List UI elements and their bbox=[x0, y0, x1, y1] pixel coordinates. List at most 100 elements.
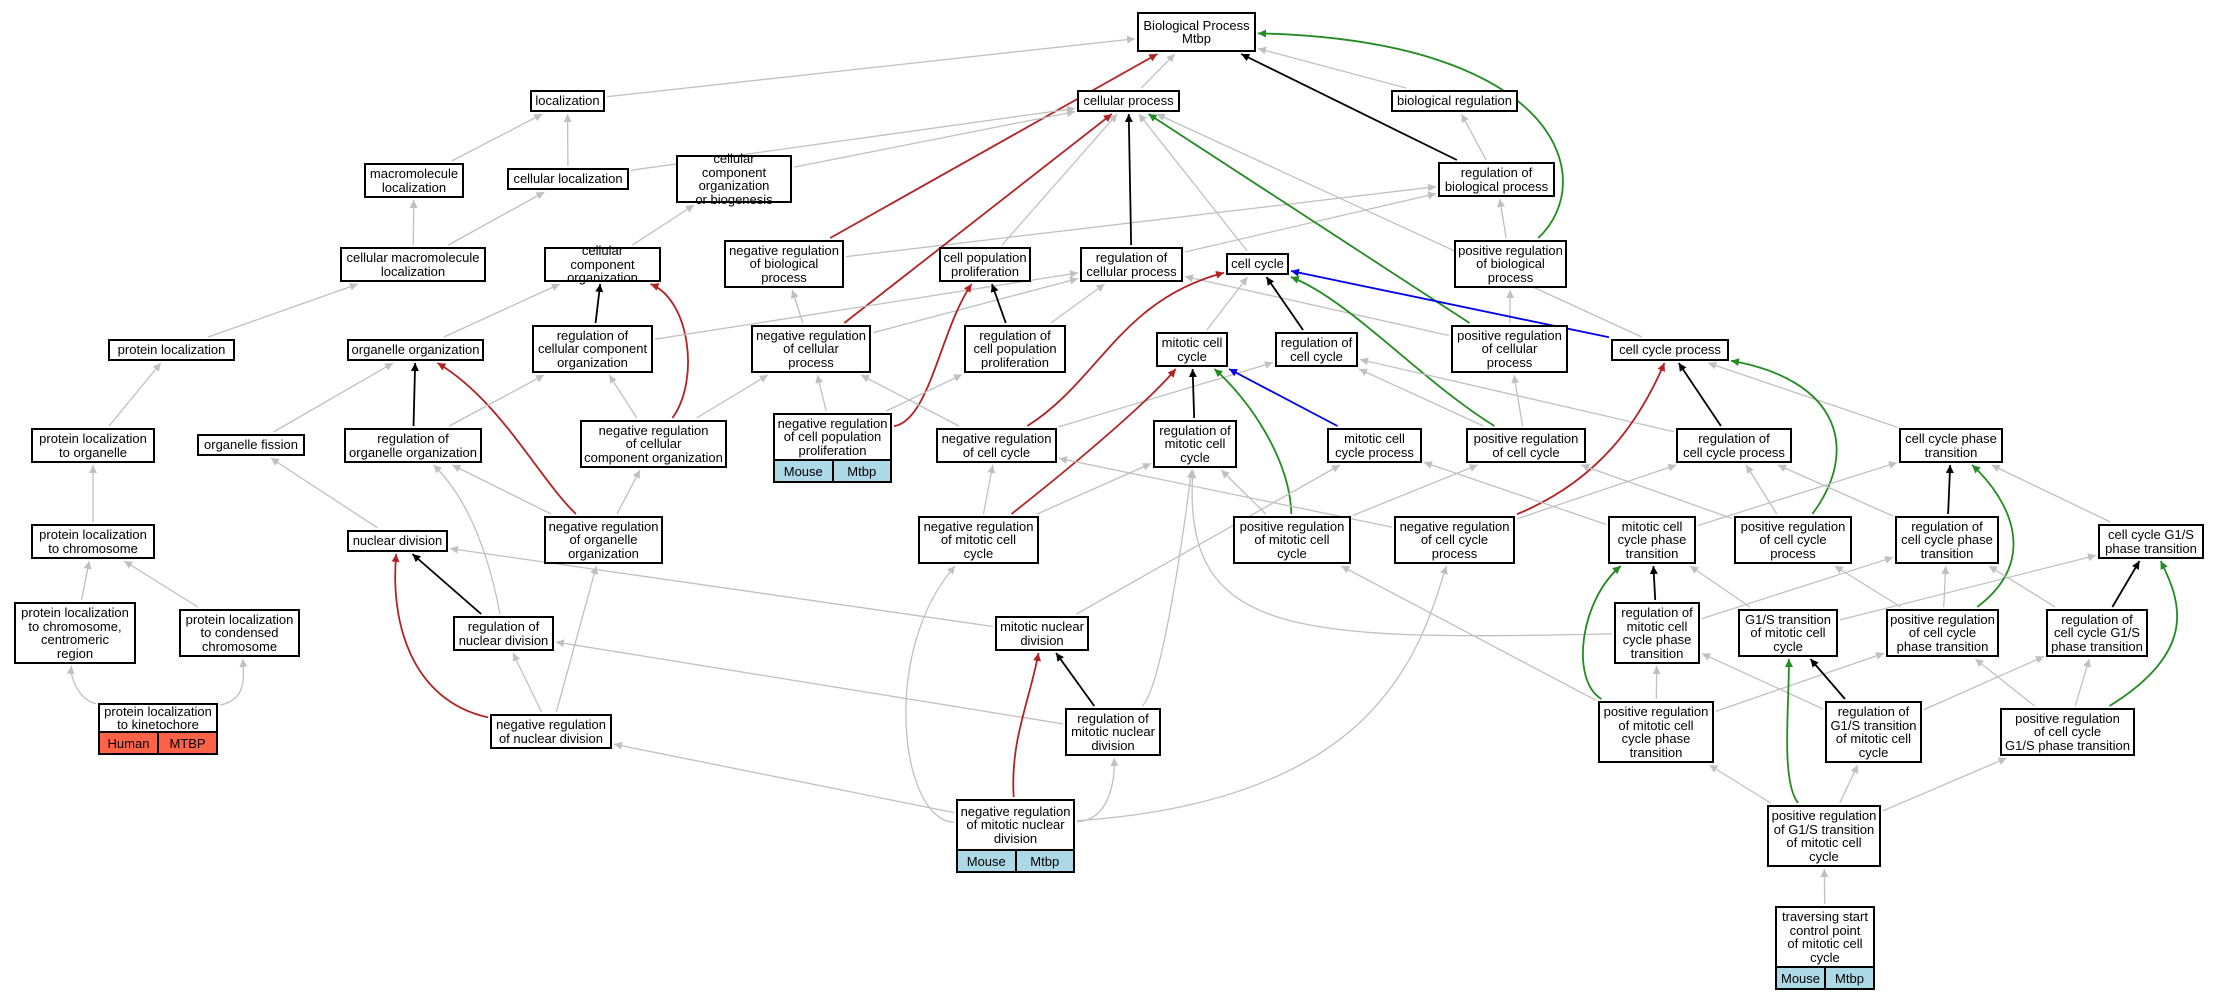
is-a-edge bbox=[432, 464, 501, 615]
is-a-edge bbox=[606, 35, 1136, 98]
go-term-node[interactable]: negative regulation of cellular componen… bbox=[580, 420, 727, 468]
go-term-node[interactable]: mitotic cell cycle process bbox=[1327, 428, 1422, 463]
go-term-node[interactable]: Biological Process Mtbp bbox=[1137, 12, 1256, 52]
go-term-node[interactable]: localization bbox=[530, 90, 605, 112]
is-a-edge bbox=[555, 639, 1064, 725]
go-term-node[interactable]: mitotic cell cycle bbox=[1156, 332, 1228, 367]
annotation-gene: Mtbp bbox=[1014, 851, 1074, 871]
is-a-edge bbox=[982, 464, 996, 515]
is-a-edge bbox=[815, 374, 827, 412]
go-term-node[interactable]: G1/S transition of mitotic cell cycle bbox=[1738, 609, 1838, 657]
go-term-node[interactable]: regulation of nuclear division bbox=[453, 616, 554, 651]
go-term-node[interactable]: regulation of mitotic nuclear division bbox=[1065, 708, 1161, 756]
positively-regulates-edge bbox=[1730, 358, 1838, 515]
is-a-edge bbox=[1839, 553, 2097, 621]
go-term-node[interactable]: negative regulation of cell cycle bbox=[936, 428, 1057, 463]
go-term-node[interactable]: protein localization to condensed chromo… bbox=[179, 609, 300, 657]
is-a-edge bbox=[1941, 565, 1950, 608]
is-a-edge bbox=[270, 457, 379, 529]
go-term-node[interactable]: negative regulation of cell cycle proces… bbox=[1394, 516, 1515, 564]
regulates-edge bbox=[1265, 276, 1304, 331]
is-a-edge bbox=[1777, 464, 1894, 517]
annotation-gene: Mtbp bbox=[1824, 968, 1873, 988]
negatively-regulates-edge bbox=[1012, 652, 1041, 798]
go-term-node[interactable]: organelle fission bbox=[197, 434, 305, 456]
go-term-node[interactable]: cellular process bbox=[1077, 90, 1180, 112]
go-term-node[interactable]: protein localization to chromosome bbox=[31, 524, 155, 559]
go-term-node[interactable]: cell population proliferation bbox=[939, 247, 1031, 282]
go-term-node[interactable]: positive regulation of mitotic cell cycl… bbox=[1598, 701, 1714, 763]
go-term-node[interactable]: traversing start control point of mitoti… bbox=[1775, 906, 1875, 968]
go-term-node[interactable]: organelle organization bbox=[347, 339, 484, 361]
go-term-node[interactable]: cellular component organization or bioge… bbox=[676, 152, 792, 206]
go-term-node[interactable]: negative regulation of organelle organiz… bbox=[544, 516, 663, 564]
go-term-node[interactable]: regulation of cell cycle phase transitio… bbox=[1895, 516, 1999, 564]
go-term-node[interactable]: cell cycle process bbox=[1611, 339, 1729, 361]
is-a-edge bbox=[1988, 565, 2056, 608]
go-term-node[interactable]: cell cycle G1/S phase transition bbox=[2098, 524, 2204, 559]
go-term-node[interactable]: regulation of biological process bbox=[1438, 162, 1555, 197]
is-a-edge bbox=[1257, 46, 1407, 89]
is-a-edge bbox=[451, 113, 543, 162]
go-term-node[interactable]: protein localization to kinetochore bbox=[98, 703, 218, 733]
is-a-edge bbox=[1076, 757, 1119, 823]
go-term-node[interactable]: positive regulation of cell cycle phase … bbox=[1886, 609, 1999, 657]
is-a-edge bbox=[1050, 283, 1106, 324]
is-a-edge bbox=[1359, 357, 1675, 433]
is-a-edge bbox=[632, 204, 695, 246]
go-term-node[interactable]: positive regulation of cell cycle bbox=[1466, 428, 1586, 463]
regulates-edge bbox=[1124, 113, 1133, 246]
regulates-edge bbox=[1188, 368, 1197, 419]
annotation-species: Mouse bbox=[1780, 970, 1821, 986]
go-term-node[interactable]: cellular component organization bbox=[544, 244, 661, 285]
go-term-node[interactable]: positive regulation of cell cycle proces… bbox=[1734, 516, 1852, 564]
annotation-gene: MTBP bbox=[157, 733, 216, 753]
go-term-node[interactable]: positive regulation of G1/S transition o… bbox=[1767, 805, 1881, 867]
go-term-node[interactable]: negative regulation of nuclear division bbox=[490, 714, 612, 749]
go-term-node[interactable]: regulation of G1/S transition of mitotic… bbox=[1825, 701, 1922, 763]
go-term-node[interactable]: negative regulation of cell population p… bbox=[773, 413, 892, 461]
regulates-edge bbox=[411, 553, 482, 615]
is-a-edge bbox=[613, 741, 955, 814]
go-term-node[interactable]: positive regulation of mitotic cell cycl… bbox=[1233, 516, 1351, 564]
go-term-node[interactable]: positive regulation of biological proces… bbox=[1454, 240, 1567, 288]
is-a-edge bbox=[1340, 565, 1597, 701]
go-term-node[interactable]: biological regulation bbox=[1391, 90, 1518, 112]
go-term-node[interactable]: mitotic cell cycle phase transition bbox=[1608, 516, 1696, 564]
go-term-node[interactable]: regulation of cell cycle process bbox=[1676, 428, 1792, 463]
go-term-node[interactable]: macromolecule localization bbox=[364, 163, 464, 198]
go-term-node[interactable]: regulation of cell cycle G1/S phase tran… bbox=[2046, 609, 2148, 657]
go-term-node[interactable]: negative regulation of mitotic nuclear d… bbox=[956, 799, 1075, 851]
go-term-node[interactable]: nuclear division bbox=[347, 530, 448, 552]
go-term-node[interactable]: protein localization bbox=[108, 339, 235, 361]
go-term-node[interactable]: regulation of organelle organization bbox=[344, 428, 482, 463]
go-term-node[interactable]: regulation of cell cycle bbox=[1275, 332, 1358, 367]
go-term-node[interactable]: regulation of cellular component organiz… bbox=[532, 325, 653, 373]
positively-regulates-edge bbox=[1213, 368, 1293, 515]
go-term-node[interactable]: regulation of mitotic cell cycle phase t… bbox=[1614, 602, 1700, 664]
is-a-edge bbox=[860, 374, 960, 427]
is-a-edge bbox=[1511, 374, 1524, 427]
go-term-node[interactable]: negative regulation of cellular process bbox=[751, 325, 871, 373]
go-term-node[interactable]: cellular macromolecule localization bbox=[340, 247, 486, 282]
go-term-node[interactable]: protein localization to chromosome, cent… bbox=[14, 602, 136, 664]
is-a-edge bbox=[1516, 463, 1677, 520]
is-a-edge bbox=[1058, 456, 1393, 528]
go-term-node[interactable]: regulation of mitotic cell cycle bbox=[1153, 420, 1237, 468]
go-term-node[interactable]: regulation of cellular process bbox=[1080, 247, 1183, 282]
annotation-gene: Mtbp bbox=[831, 461, 891, 481]
regulates-edge bbox=[2111, 560, 2141, 608]
go-term-node[interactable]: negative regulation of biological proces… bbox=[724, 240, 844, 288]
go-term-node[interactable]: mitotic nuclear division bbox=[995, 616, 1089, 651]
go-term-node[interactable]: cellular localization bbox=[507, 168, 629, 190]
go-term-node[interactable]: regulation of cell population proliferat… bbox=[964, 325, 1066, 373]
go-term-node[interactable]: protein localization to organelle bbox=[31, 428, 155, 463]
is-a-edge bbox=[512, 652, 543, 713]
go-term-node[interactable]: positive regulation of cellular process bbox=[1451, 325, 1568, 373]
go-term-node[interactable]: cell cycle phase transition bbox=[1899, 428, 2003, 463]
go-term-node[interactable]: negative regulation of mitotic cell cycl… bbox=[918, 516, 1039, 564]
go-term-node[interactable]: cell cycle bbox=[1226, 253, 1289, 275]
is-a-edge bbox=[1076, 565, 1448, 822]
go-term-node[interactable]: positive regulation of cell cycle G1/S p… bbox=[2000, 708, 2135, 756]
